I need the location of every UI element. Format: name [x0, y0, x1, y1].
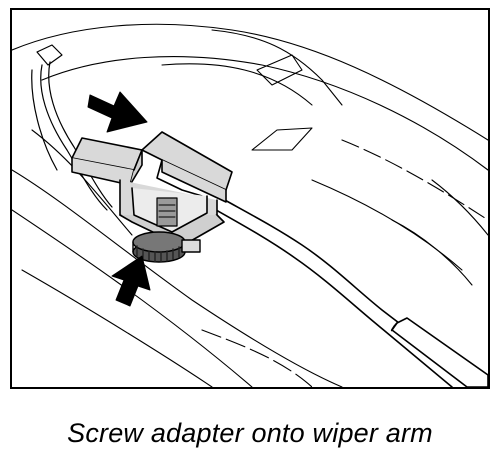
hose-lines — [31, 44, 113, 211]
knurled-nut-icon — [132, 231, 201, 263]
car-body-outline — [12, 23, 488, 387]
arrow-icon — [111, 255, 151, 307]
wiper-adapter-illustration — [12, 23, 488, 387]
diagram-frame — [10, 8, 490, 389]
wiper-arm — [201, 189, 488, 387]
figure-caption: Screw adapter onto wiper arm — [67, 418, 433, 448]
arrow-icon — [87, 91, 148, 133]
adapter-clamp — [71, 131, 233, 247]
